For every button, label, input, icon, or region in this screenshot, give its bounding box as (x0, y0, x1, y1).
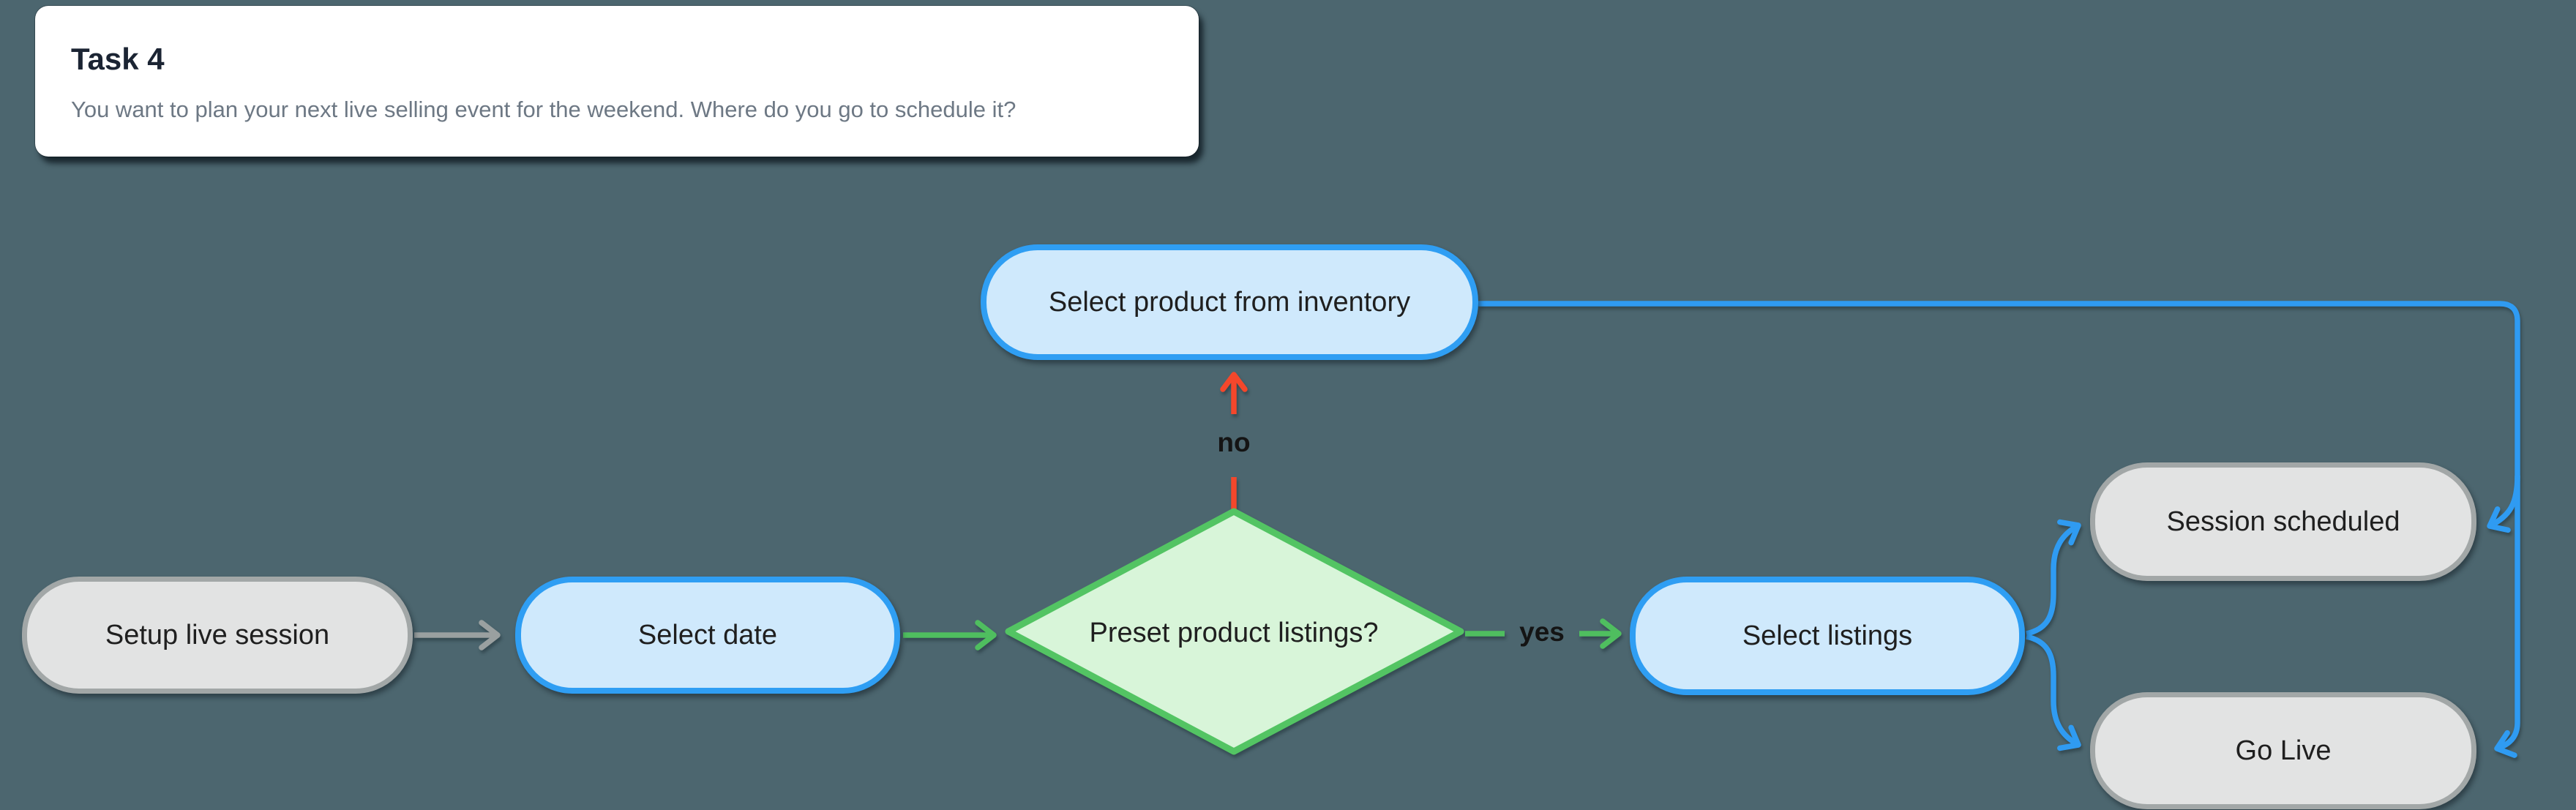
node-session-scheduled: Session scheduled (2090, 462, 2476, 581)
edge-label-yes: yes (1519, 617, 1565, 647)
node-label: Select product from inventory (1048, 286, 1411, 318)
node-select-listings: Select listings (1630, 577, 2025, 695)
task-description: You want to plan your next live selling … (71, 97, 1016, 123)
node-select-date: Select date (515, 577, 900, 694)
node-label: Select date (637, 619, 778, 650)
edge-select-listings-to-session-scheduled (2026, 519, 2081, 637)
node-select-product-from-inventory: Select product from inventory (981, 244, 1478, 360)
node-decision-preset-product-listings: Preset product listings? (1089, 618, 1379, 648)
edge-inventory-to-go-live (1478, 301, 2520, 758)
node-label: Session scheduled (2166, 506, 2400, 537)
decision-diamond-shape (1005, 508, 1464, 755)
edge-label-no: no (1217, 427, 1251, 457)
task-card: Task 4 You want to plan your next live s… (35, 6, 1199, 157)
edge-select-listings-to-go-live (2026, 634, 2081, 751)
node-setup-live-session: Setup live session (22, 577, 413, 694)
edge-rail-to-session-scheduled (2487, 475, 2520, 533)
task-title: Task 4 (71, 42, 165, 76)
node-label: Select listings (1742, 620, 1913, 651)
node-label: Setup live session (105, 619, 330, 650)
node-go-live: Go Live (2090, 692, 2476, 809)
node-label: Go Live (2235, 735, 2332, 766)
